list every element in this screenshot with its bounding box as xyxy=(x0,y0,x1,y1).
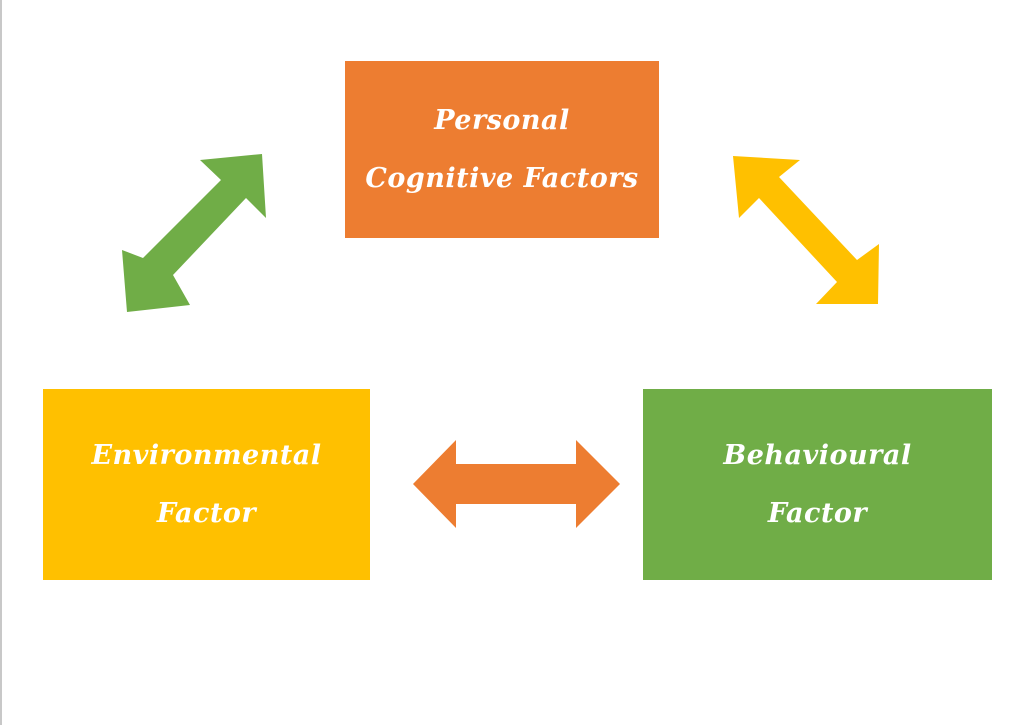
behavioural-box-line-2: Factor xyxy=(767,497,868,529)
behavioural-box-line-1: Behavioural xyxy=(723,439,912,471)
environmental-behavioural-double-arrow xyxy=(413,440,620,528)
behavioural-factor-box: Behavioural Factor xyxy=(643,389,992,580)
environmental-factor-box: Environmental Factor xyxy=(43,389,370,580)
environmental-box-line-2: Factor xyxy=(156,497,257,529)
personal-environmental-double-arrow xyxy=(122,154,266,312)
personal-cognitive-factors-box: Personal Cognitive Factors xyxy=(345,61,659,238)
environmental-box-line-1: Environmental xyxy=(91,439,322,471)
personal-box-line-2: Cognitive Factors xyxy=(365,162,639,194)
personal-box-line-1: Personal xyxy=(434,104,570,136)
personal-behavioural-double-arrow xyxy=(733,156,879,304)
